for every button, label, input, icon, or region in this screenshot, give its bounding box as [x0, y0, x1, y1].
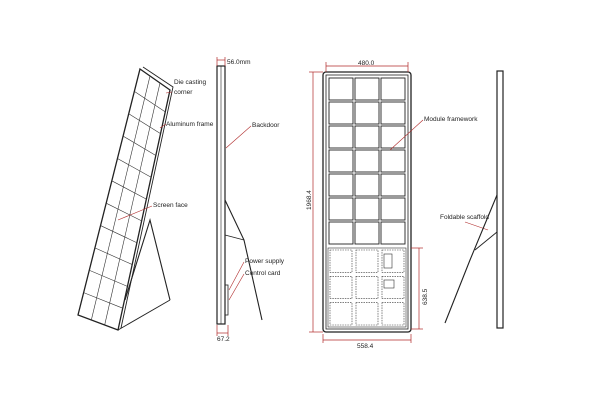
perspective-grid-row [111, 180, 147, 200]
front-module-cell [380, 173, 406, 197]
front-module-cell [328, 149, 354, 173]
front-electronics-box [327, 247, 407, 328]
perspective-grid-row [122, 135, 156, 156]
side-view [216, 65, 263, 325]
dim-side-base: 67.2 [217, 336, 230, 343]
perspective-stand-base [117, 299, 171, 331]
perspective-screen-outline [77, 67, 171, 331]
perspective-stand [124, 217, 171, 301]
perspective-view [77, 66, 174, 331]
front-box-cell [329, 249, 353, 273]
perspective-grid-row [94, 247, 133, 265]
front-module-cell [328, 77, 354, 101]
front-module-cell [354, 221, 380, 245]
power-supply-unit [383, 253, 393, 269]
front-view [322, 71, 412, 333]
front-box-cell [381, 249, 405, 273]
dim-front-height: 1968.4 [306, 190, 313, 210]
front-module-cell [380, 77, 406, 101]
front-frame [322, 71, 412, 333]
dim-front-width-bottom: 558.4 [357, 343, 374, 350]
dim-side-thickness: 56.0mm [227, 59, 250, 66]
label-screen-face: Screen face [153, 202, 188, 209]
perspective-grid-row [83, 292, 123, 309]
front-module-cell [328, 197, 354, 221]
perspective-edge [120, 66, 174, 329]
front-box-cell [355, 302, 379, 326]
label-module-framework: Module framework [424, 116, 478, 123]
perspective-grid-column [91, 75, 151, 321]
label-foldable-scaffold: Foldable scaffold [440, 214, 489, 221]
front-module-cell [328, 101, 354, 125]
perspective-grid-row [106, 202, 142, 222]
front-inner-frame [325, 74, 409, 330]
rear-side-view [444, 70, 504, 329]
perspective-module-grid [83, 75, 166, 326]
rear-panel [496, 70, 504, 329]
label-control-card: Control card [245, 270, 281, 277]
front-module-cell [380, 149, 406, 173]
perspective-grid-row [134, 91, 166, 113]
front-module-cell [380, 125, 406, 149]
front-box-cell [381, 276, 405, 299]
control-card-unit [383, 279, 395, 289]
perspective-grid-row [128, 113, 161, 134]
front-module-cell [354, 77, 380, 101]
front-box-cell [381, 302, 405, 326]
label-power-supply: Power supply [245, 258, 285, 265]
front-module-cell [354, 197, 380, 221]
front-box-cell [329, 302, 353, 326]
front-box-outline [327, 247, 407, 328]
perspective-grid-column [104, 82, 161, 326]
label-backdoor: Backdoor [252, 122, 280, 129]
front-box-cell [355, 249, 379, 273]
front-module-cell [328, 125, 354, 149]
front-module-cell [354, 125, 380, 149]
perspective-grid-row [117, 158, 152, 178]
label-corner: corner [174, 89, 193, 96]
front-box-cell [355, 276, 379, 299]
front-box-cell [329, 276, 353, 299]
dim-box-height: 638.5 [422, 288, 429, 305]
front-module-cell [380, 197, 406, 221]
label-die-casting: Die casting [174, 79, 207, 86]
perspective-grid-row [100, 225, 138, 243]
front-module-cell [380, 101, 406, 125]
front-module-cell [380, 221, 406, 245]
front-module-cell [354, 149, 380, 173]
side-power-box [224, 284, 229, 316]
front-module-cell [354, 101, 380, 125]
front-module-grid [328, 77, 406, 245]
rear-stand [444, 194, 498, 324]
front-module-cell [328, 221, 354, 245]
front-module-cell [328, 173, 354, 197]
label-aluminum-frame: Aluminum frame [166, 121, 214, 128]
front-module-cell [354, 173, 380, 197]
perspective-grid-row [89, 269, 128, 287]
dim-front-width-top: 480.0 [358, 60, 375, 67]
